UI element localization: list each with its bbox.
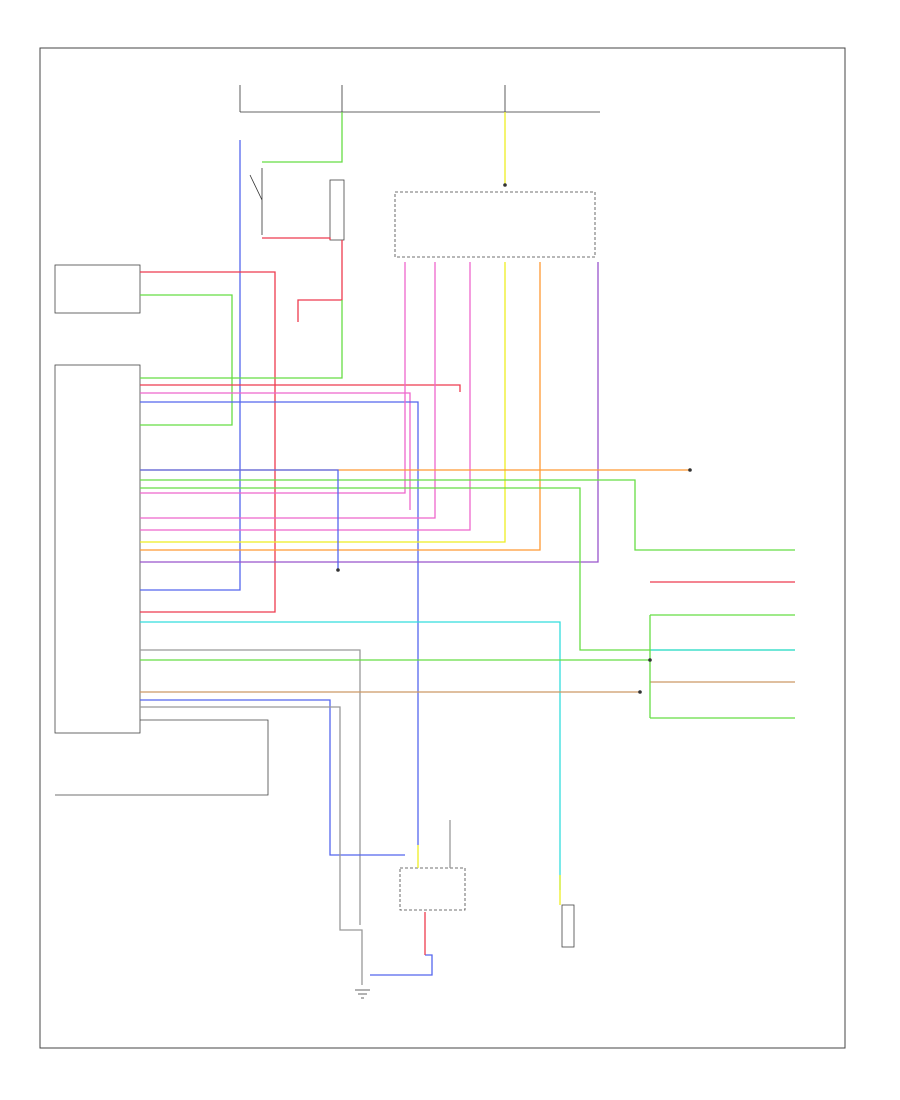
splice-dot-4 xyxy=(503,183,507,187)
wire-blue-left xyxy=(140,140,241,591)
wire-green-clutch xyxy=(140,300,343,379)
wire-cyan-actuator xyxy=(140,621,561,890)
wire-blue-speed-out xyxy=(140,469,339,570)
wire-green-top xyxy=(262,112,343,163)
wire-blue-module-3 xyxy=(140,401,419,845)
ground-symbol xyxy=(355,989,370,999)
splice-dot-2 xyxy=(638,690,642,694)
brake-switch-symbol xyxy=(249,168,263,235)
wire-pink-relay-2 xyxy=(140,262,436,519)
wire-pink-module-2 xyxy=(140,392,411,510)
wire-gray-bottom xyxy=(140,706,363,985)
splice-dot-1 xyxy=(648,658,652,662)
control-module-box xyxy=(54,364,141,734)
wire-red-module-1 xyxy=(140,384,461,392)
wire-green-right-2 xyxy=(140,487,795,651)
wire-red-clutch xyxy=(297,240,343,322)
wire-green-right-1 xyxy=(140,479,795,551)
splice-dot-5 xyxy=(688,468,692,472)
wire-orange-relay-5 xyxy=(140,262,541,551)
diagram-frame xyxy=(39,47,846,1049)
transfer-switch-box xyxy=(399,867,466,911)
wire-green-speed xyxy=(140,294,233,426)
actuator-motor-box xyxy=(561,904,575,948)
wire-purple-relay-6 xyxy=(140,262,599,563)
wire-group xyxy=(140,112,795,985)
wire-blue-bottom xyxy=(140,699,433,976)
splice-dot-3 xyxy=(336,568,340,572)
clutch-switch-box xyxy=(329,179,345,241)
speed-sensor-box xyxy=(54,264,141,314)
wire-gray-module-1 xyxy=(140,649,361,925)
relay-block-box xyxy=(394,191,596,258)
wire-pink-relay-1 xyxy=(140,262,406,494)
wire-pink-relay-3 xyxy=(140,262,471,531)
wire-red-brake xyxy=(262,237,331,240)
wire-yellow-relay-4 xyxy=(140,262,506,543)
wire-red-speed xyxy=(140,271,276,613)
transfer-control-box xyxy=(55,719,269,796)
